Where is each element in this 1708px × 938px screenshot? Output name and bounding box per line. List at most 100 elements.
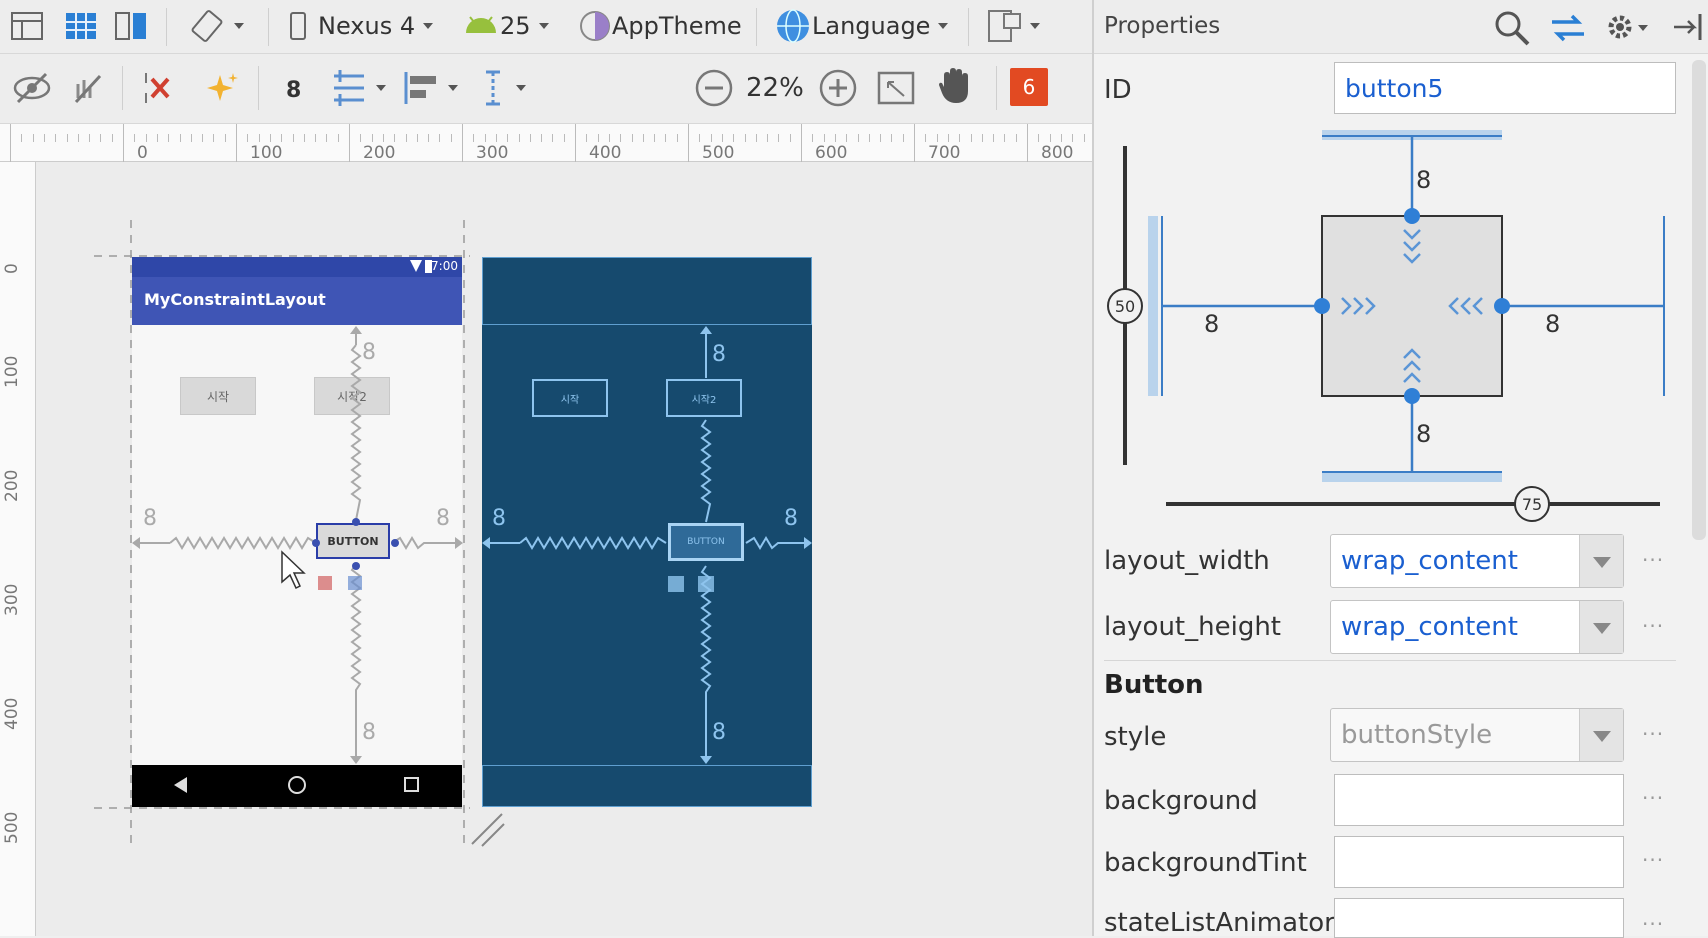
blueprint-margin-right: 8 [784,506,798,531]
ruler-tick [857,134,859,142]
zoom-to-fit-icon[interactable] [876,68,916,108]
ruler-tick [688,124,689,162]
error-count-badge[interactable]: 6 [1010,68,1048,106]
clear-constraints-icon[interactable] [140,68,180,108]
gear-icon[interactable] [1604,8,1650,50]
ruler-label: 100 [250,143,283,163]
chevron-down-icon[interactable] [1579,709,1623,761]
ruler-tick [834,134,836,142]
default-margin[interactable]: 8 [286,77,302,103]
ruler-tick [21,134,23,142]
phone-preview[interactable]: 7:00 MyConstraintLayout 시작 시작2 BUTTON [132,257,462,807]
style-dropdown[interactable]: buttonStyle [1330,708,1624,762]
ruler-label: 200 [363,143,396,163]
ruler-tick [428,134,430,142]
language-label: Language [812,12,931,40]
design-margin-top: 8 [362,340,376,365]
swap-view-icon[interactable] [1548,10,1588,50]
ruler-label: 100 [2,355,22,388]
ruler-tick [552,134,554,142]
design-blueprint-view-icon[interactable] [114,6,150,46]
home-icon[interactable] [288,776,306,794]
blueprint-view-icon[interactable] [64,6,100,46]
app-title-bar: MyConstraintLayout [132,277,462,325]
style-label: style [1104,722,1167,752]
background-more[interactable]: ··· [1642,786,1665,810]
infer-constraints-icon[interactable] [200,68,240,108]
ruler-tick [1060,134,1062,142]
ruler-tick [823,134,825,142]
layout-width-value: wrap_content [1341,546,1518,576]
zoom-out-icon[interactable] [694,68,734,108]
inspector-margin-top[interactable]: 8 [1416,166,1432,194]
id-field[interactable]: button5 [1334,62,1676,114]
chevron-down-icon[interactable] [1579,535,1623,587]
start-button[interactable]: 시작 [180,377,256,415]
ruler-label: 800 [1041,143,1074,163]
chevron-down-icon[interactable] [1579,601,1623,653]
layout-height-dropdown[interactable]: wrap_content [1330,600,1624,654]
inspector-margin-bottom[interactable]: 8 [1416,420,1432,448]
style-more[interactable]: ··· [1642,722,1665,746]
state-list-animator-field[interactable] [1334,898,1624,938]
layout-height-more[interactable]: ··· [1642,614,1665,638]
blueprint-margin-bottom: 8 [712,720,726,745]
ruler-tick [405,134,407,142]
guidelines-icon[interactable] [478,68,526,108]
design-view-icon[interactable] [10,6,46,46]
ruler-tick [281,134,283,142]
horizontal-bias-value[interactable]: 75 [1521,495,1543,514]
inspector-margin-right[interactable]: 8 [1545,310,1561,338]
hide-panel-icon[interactable] [1672,10,1706,48]
ruler-tick [507,134,509,142]
ruler-tick [382,134,384,142]
editor-toolbar-top: Nexus 4 25 AppTheme Language [0,0,1092,54]
ruler-tick [529,134,531,142]
pack-icon[interactable] [330,68,386,108]
state-list-animator-more[interactable]: ··· [1642,912,1665,936]
device-selector[interactable]: Nexus 4 [288,6,433,46]
autoconnect-icon[interactable] [70,68,106,108]
recents-icon[interactable] [404,777,419,792]
start2-button[interactable]: 시작2 [314,377,390,415]
ruler-tick [518,134,520,142]
ruler-label: 400 [2,697,22,730]
pan-hand-icon[interactable] [936,66,974,106]
theme-name: AppTheme [612,12,742,40]
align-icon[interactable] [402,68,458,108]
blueprint-start-button[interactable]: 시작 [532,379,608,417]
layout-editor: Nexus 4 25 AppTheme Language [0,0,1092,936]
layout-variants-icon[interactable] [986,6,1040,46]
blueprint-selected-button[interactable]: BUTTON [668,523,744,561]
background-field[interactable] [1334,774,1624,826]
show-constraints-icon[interactable] [12,68,52,108]
api-level-selector[interactable]: 25 [462,6,549,46]
layout-width-more[interactable]: ··· [1642,548,1665,572]
inspector-margin-left[interactable]: 8 [1204,310,1220,338]
theme-icon [580,11,610,41]
background-tint-field[interactable] [1334,836,1624,888]
ruler-tick [224,134,226,142]
language-selector[interactable]: Language [774,6,948,46]
background-tint-more[interactable]: ··· [1642,848,1665,872]
ruler-tick [32,134,34,142]
ruler-tick [100,134,102,142]
properties-scrollbar[interactable] [1692,60,1706,540]
ruler-tick [495,134,497,142]
constraint-inspector[interactable] [1092,120,1708,530]
blueprint-preview[interactable]: 시작 시작2 BUTTON [482,257,812,807]
blueprint-navbar [482,765,812,807]
ruler-tick [77,134,79,142]
vertical-bias-value[interactable]: 50 [1114,297,1136,316]
selected-button[interactable]: BUTTON [316,523,390,559]
ruler-tick [914,124,915,162]
app-title: MyConstraintLayout [144,290,326,309]
android-icon [466,16,496,33]
search-icon[interactable] [1492,8,1532,52]
blueprint-start2-button[interactable]: 시작2 [666,379,742,417]
theme-selector[interactable]: AppTheme [578,6,742,46]
back-icon[interactable] [174,777,187,793]
zoom-in-icon[interactable] [818,68,858,108]
layout-width-dropdown[interactable]: wrap_content [1330,534,1624,588]
orientation-icon[interactable] [190,6,244,46]
